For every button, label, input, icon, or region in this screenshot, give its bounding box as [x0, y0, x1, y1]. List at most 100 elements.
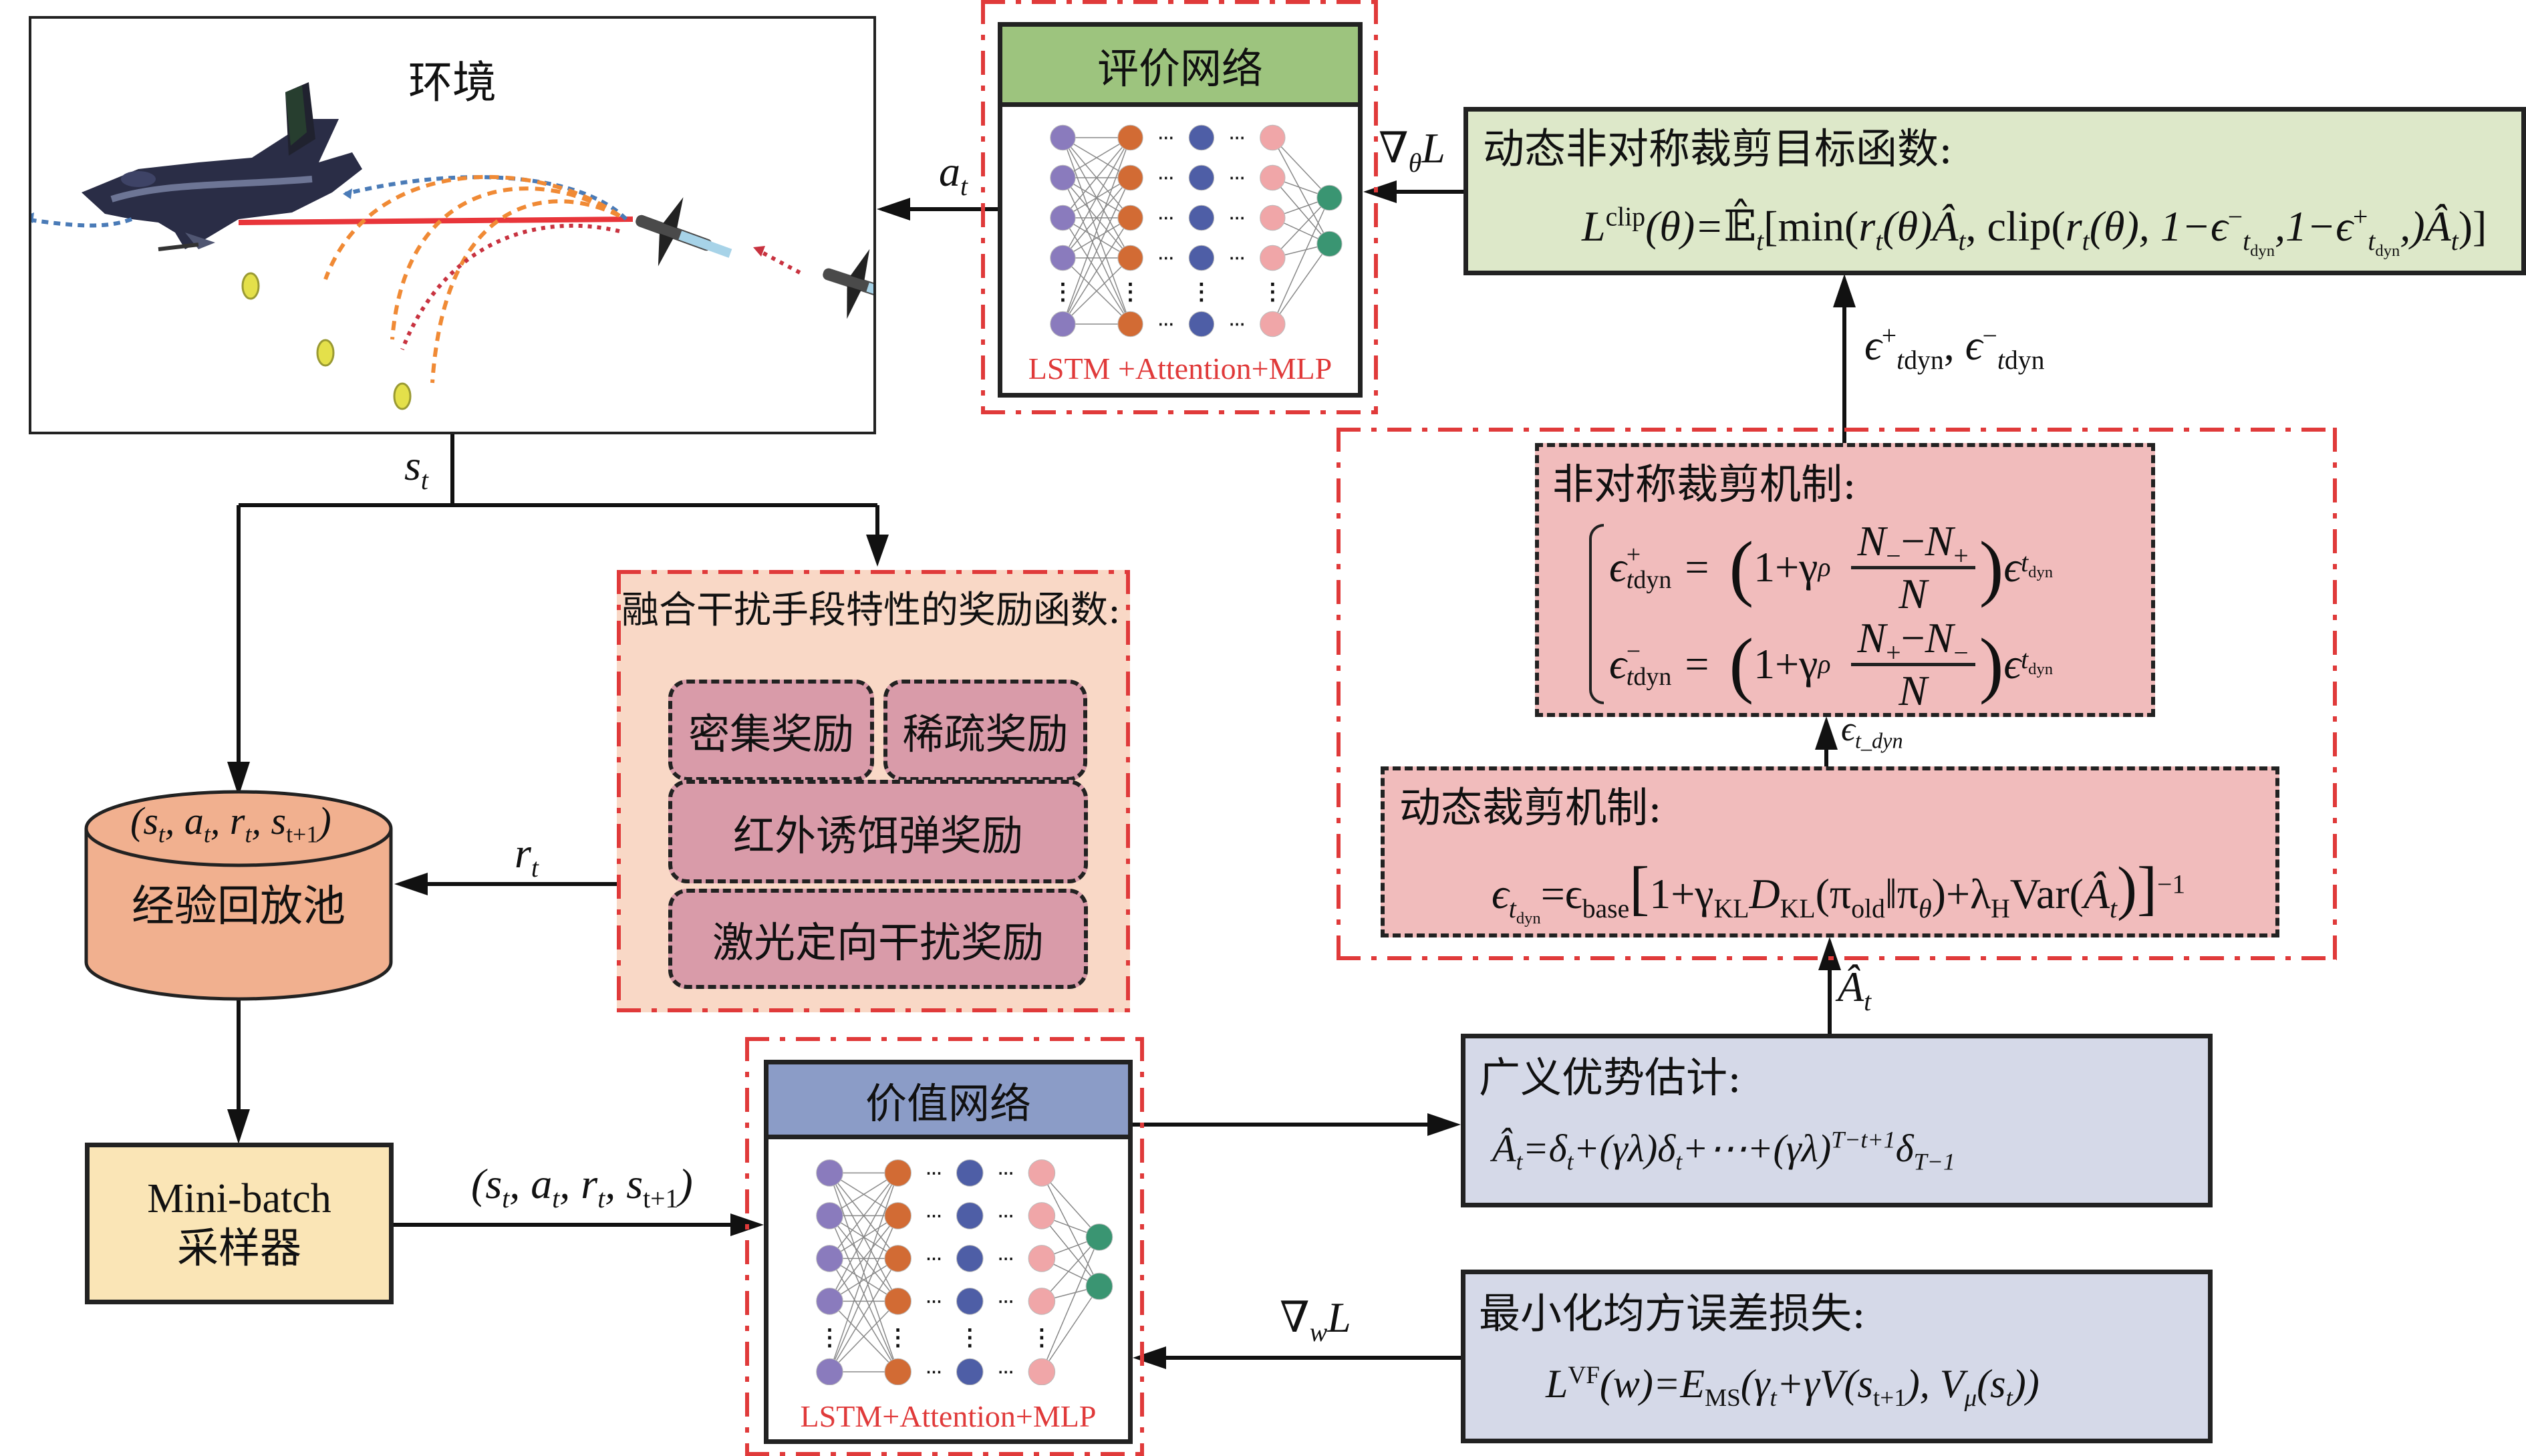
ellipsis-horizontal: ⋯: [1158, 316, 1174, 333]
input-node: [1050, 245, 1076, 271]
nn-edge: [1041, 1286, 1100, 1372]
mlp-node: [1260, 164, 1286, 191]
mse-formula: LVF(w)=EMS(γt+γV(st+1), Vμ(st)): [1546, 1362, 2040, 1412]
ellipsis-vertical: ⋮: [887, 1326, 909, 1350]
minibatch-line1: Mini-batch: [147, 1175, 331, 1221]
value-network-caption: LSTM+Attention+MLP: [800, 1399, 1097, 1433]
lstm-node: [884, 1288, 911, 1315]
nn-edge: [829, 1172, 899, 1259]
output-node: [1316, 231, 1343, 257]
ellipsis-horizontal: ⋯: [926, 1207, 942, 1225]
nn-edge: [829, 1173, 899, 1372]
mlp-node: [1260, 245, 1286, 271]
mlp-node: [1028, 1245, 1056, 1272]
attention-node: [1188, 124, 1215, 151]
mlp-node: [1028, 1202, 1056, 1229]
ellipsis-horizontal: ⋯: [1158, 250, 1174, 267]
nn-edge: [1062, 137, 1131, 325]
objective-title: 动态非对称裁剪目标函数:: [1483, 124, 1953, 173]
mlp-node: [1260, 204, 1286, 231]
nn-edge: [1062, 217, 1131, 325]
nn-edge: [829, 1173, 899, 1302]
ellipsis-horizontal: ⋯: [998, 1165, 1014, 1182]
nn-edge: [1272, 177, 1330, 245]
asymmetric-clip-title: 非对称裁剪机制:: [1552, 460, 1856, 508]
nn-edge: [1041, 1215, 1100, 1287]
flare-icon: [316, 339, 335, 367]
ellipsis-horizontal: ⋯: [1158, 210, 1174, 227]
ellipsis-horizontal: ⋯: [1229, 130, 1245, 147]
dynamic-clip-box: 动态裁剪机制: ϵtdyn=ϵbase[1+γKLDKL(πold‖πθ)+λH…: [1381, 766, 2279, 937]
ellipsis-horizontal: ⋯: [926, 1165, 942, 1182]
nn-edge: [1041, 1237, 1100, 1372]
missile-icon: [636, 197, 732, 267]
critic-network: 评价网络 ⋮⋮⋮⋮⋯⋯⋯⋯⋯⋯⋯⋯⋯⋯ LSTM +Attention+MLP: [998, 22, 1363, 398]
reward-item-ir-flare: 红外诱饵弹奖励: [668, 780, 1088, 883]
brace: [1589, 524, 1604, 704]
mlp-node: [1028, 1358, 1056, 1385]
lstm-node: [1117, 311, 1143, 337]
label-state: st: [404, 442, 428, 495]
nn-edge: [1041, 1236, 1100, 1302]
ellipsis-horizontal: ⋯: [998, 1293, 1014, 1310]
nn-edge: [1062, 177, 1131, 259]
value-network: 价值网络 ⋮⋮⋮⋮⋯⋯⋯⋯⋯⋯⋯⋯⋯⋯ LSTM+Attention+MLP: [764, 1060, 1133, 1444]
lstm-node: [884, 1245, 911, 1272]
mlp-node: [1260, 124, 1286, 151]
output-node: [1085, 1223, 1113, 1251]
output-node: [1085, 1272, 1113, 1300]
input-node: [816, 1288, 843, 1315]
ellipsis-horizontal: ⋯: [998, 1364, 1014, 1381]
ellipsis-vertical: ⋮: [818, 1326, 841, 1350]
mlp-node: [1028, 1159, 1056, 1187]
input-node: [816, 1202, 843, 1229]
output-node: [1316, 184, 1343, 211]
label-eps-pm: ϵ+tdyn, ϵ−tdyn: [1864, 321, 2045, 375]
attention-node: [956, 1288, 984, 1315]
reward-item-laser-jamming: 激光定向干扰奖励: [668, 889, 1088, 989]
environment-title: 环境: [408, 57, 497, 108]
nn-edge: [1272, 137, 1330, 245]
input-node: [1050, 164, 1076, 191]
ellipsis-vertical: ⋮: [1190, 280, 1213, 305]
ellipsis-vertical: ⋮: [1119, 280, 1142, 305]
missile-path: [400, 223, 620, 351]
attention-node: [956, 1358, 984, 1385]
replay-buffer-tuple: (st, at, rt, st+1): [130, 799, 331, 848]
input-node: [1050, 311, 1076, 337]
objective-box: 动态非对称裁剪目标函数: Lclip(θ)=𝔼̂t[min(rt(θ)Ât, c…: [1463, 107, 2526, 275]
mse-box: 最小化均方误差损失: LVF(w)=EMS(γt+γV(st+1), Vμ(st…: [1461, 1270, 2213, 1443]
fighter-jet-icon: [82, 82, 362, 251]
ellipsis-vertical: ⋮: [1051, 280, 1074, 305]
ellipsis-horizontal: ⋯: [1158, 130, 1174, 147]
nn-edge: [1063, 217, 1131, 259]
lstm-node: [884, 1202, 911, 1229]
environment-box: 环境: [29, 16, 876, 434]
lstm-node: [1117, 164, 1143, 191]
ellipsis-horizontal: ⋯: [998, 1207, 1014, 1225]
reward-item-sparse: 稀疏奖励: [883, 680, 1087, 781]
ellipsis-horizontal: ⋯: [926, 1250, 942, 1268]
ellipsis-horizontal: ⋯: [998, 1250, 1014, 1268]
ellipsis-horizontal: ⋯: [1229, 210, 1245, 227]
input-node: [816, 1159, 843, 1187]
nn-edge: [1272, 137, 1330, 198]
nn-edge: [829, 1215, 899, 1302]
objective-formula: Lclip(θ)=𝔼̂t[min(rt(θ)Ât, clip(rt(θ), 1−…: [1582, 202, 2487, 260]
nn-edge: [1062, 137, 1131, 259]
ellipsis-horizontal: ⋯: [1229, 316, 1245, 333]
input-node: [816, 1245, 843, 1272]
gae-title: 广义优势估计:: [1479, 1053, 1741, 1102]
attention-node: [1188, 245, 1215, 271]
missile-icon: [823, 249, 873, 319]
air-combat-scene: [31, 82, 873, 410]
label-reward: rt: [515, 829, 539, 883]
ellipsis-horizontal: ⋯: [926, 1293, 942, 1310]
nn-edge: [1272, 197, 1330, 325]
ellipsis-horizontal: ⋯: [1158, 170, 1174, 187]
nn-edge: [1062, 137, 1131, 219]
lstm-node: [884, 1159, 911, 1187]
mlp-node: [1260, 311, 1286, 337]
